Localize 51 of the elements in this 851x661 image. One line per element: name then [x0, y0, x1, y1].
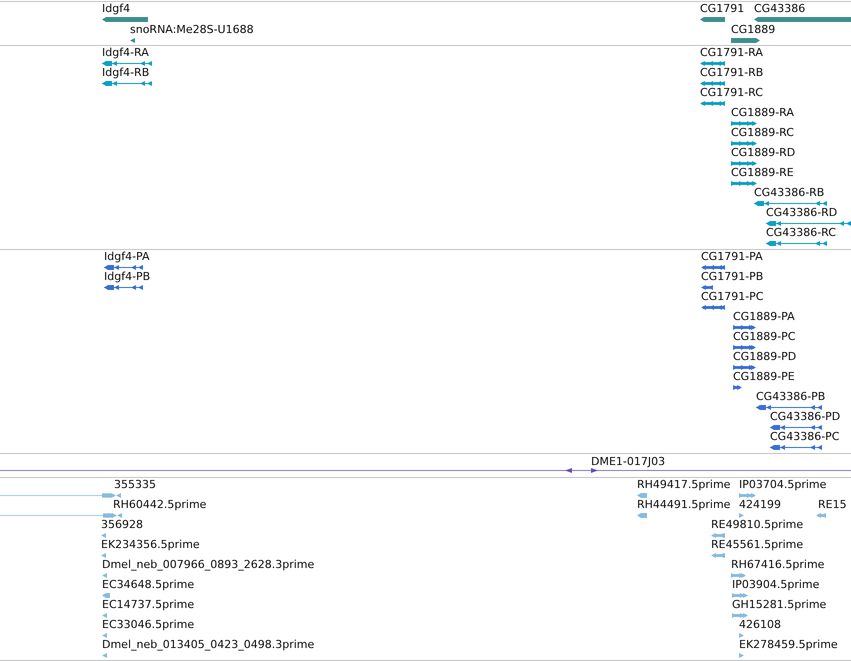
- feature-label: RH49417.5prime: [637, 478, 730, 491]
- feature-label: CG1889-PA: [733, 310, 795, 323]
- feature-label: RH67416.5prime: [731, 558, 824, 571]
- feature-label: CG1791-PB: [701, 270, 764, 283]
- feature-label: CG1791-RB: [700, 66, 764, 79]
- feature-label: Idgf4-RB: [102, 66, 150, 79]
- feature-label: CG43386-PC: [770, 430, 840, 443]
- feature-label: CG43386-RC: [766, 226, 836, 239]
- feature-label: CG43386-RD: [766, 206, 838, 219]
- feature-label: Idgf4-PB: [104, 270, 150, 283]
- feature-label: CG1889: [731, 23, 776, 36]
- feature-label: CG1791-PC: [701, 290, 764, 303]
- feature-label: 355335: [114, 478, 156, 491]
- feature-label: CG1791-RA: [700, 46, 763, 59]
- feature-label: 356928: [101, 518, 143, 531]
- feature-label: Dmel_neb_013405_0423_0498.3prime: [102, 638, 314, 651]
- feature-label: EC14737.5prime: [102, 598, 194, 611]
- feature-label: EC34648.5prime: [102, 578, 194, 591]
- feature-label: CG1889-RC: [731, 126, 794, 139]
- feature-label: 424199: [739, 498, 781, 511]
- feature-label: Idgf4-RA: [102, 46, 149, 59]
- feature-label: CG1791-PA: [701, 250, 763, 263]
- feature-label: DME1-017J03: [591, 455, 666, 468]
- feature-label: CG1889-RA: [731, 106, 794, 119]
- feature-label: CG43386-PB: [756, 390, 826, 403]
- feature-label: CG1791: [700, 2, 744, 15]
- feature-label: CG1889-RE: [731, 166, 794, 179]
- feature-label: Idgf4: [102, 2, 130, 15]
- feature-label: CG1889-PC: [733, 330, 796, 343]
- feature-label: CG1889-PE: [733, 370, 795, 383]
- feature-label: CG1889-PD: [733, 350, 796, 363]
- feature-label: RE15: [818, 498, 847, 511]
- feature-label: EK234356.5prime: [101, 538, 200, 551]
- feature-label: EK278459.5prime: [739, 638, 838, 651]
- feature-label: IP03904.5prime: [732, 578, 820, 591]
- feature-label: 426108: [739, 618, 781, 631]
- feature-label: IP03704.5prime: [739, 478, 826, 491]
- feature-label: GH15281.5prime: [732, 598, 826, 611]
- feature-label: RE45561.5prime: [711, 538, 804, 551]
- feature-label: CG1791-RC: [700, 86, 763, 99]
- feature-label: RH44491.5prime: [637, 498, 730, 511]
- feature-label: CG43386-RB: [754, 186, 824, 199]
- feature-label: CG1889-RD: [731, 146, 796, 159]
- feature-label: EC33046.5prime: [102, 618, 194, 631]
- feature-label: RE49810.5prime: [711, 518, 804, 531]
- feature-label: CG43386-PD: [770, 410, 840, 423]
- feature-label: CG43386: [754, 2, 806, 15]
- feature-label: Idgf4-PA: [104, 250, 150, 263]
- feature-label: snoRNA:Me28S-U1688: [130, 23, 254, 36]
- feature-label: Dmel_neb_007966_0893_2628.3prime: [102, 558, 314, 571]
- feature-label: RH60442.5prime: [113, 498, 206, 511]
